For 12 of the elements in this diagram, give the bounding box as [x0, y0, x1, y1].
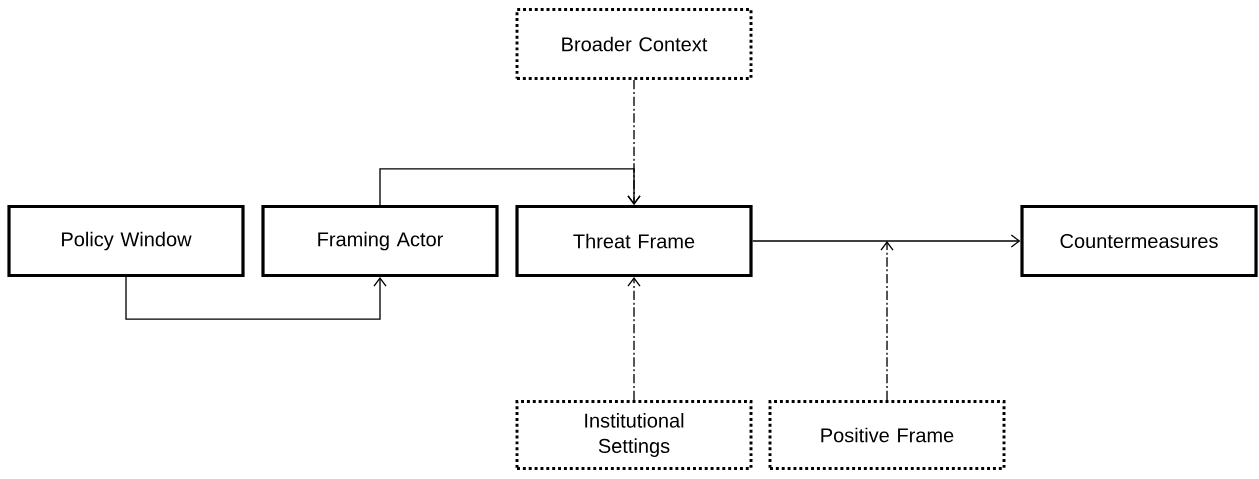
arrow — [627, 79, 641, 205]
context-box: Positive Frame — [768, 400, 1006, 470]
process-box: Threat Frame — [515, 204, 753, 278]
process-box: Countermeasures — [1020, 204, 1258, 278]
arrow — [880, 241, 894, 401]
process-box: Framing Actor — [261, 204, 499, 278]
arrow — [125, 276, 387, 320]
context-box: Institutional Settings — [515, 400, 753, 470]
process-box: Policy Window — [7, 204, 245, 278]
context-box: Broader Context — [515, 8, 753, 80]
arrow — [751, 234, 1021, 248]
arrow — [627, 277, 641, 401]
